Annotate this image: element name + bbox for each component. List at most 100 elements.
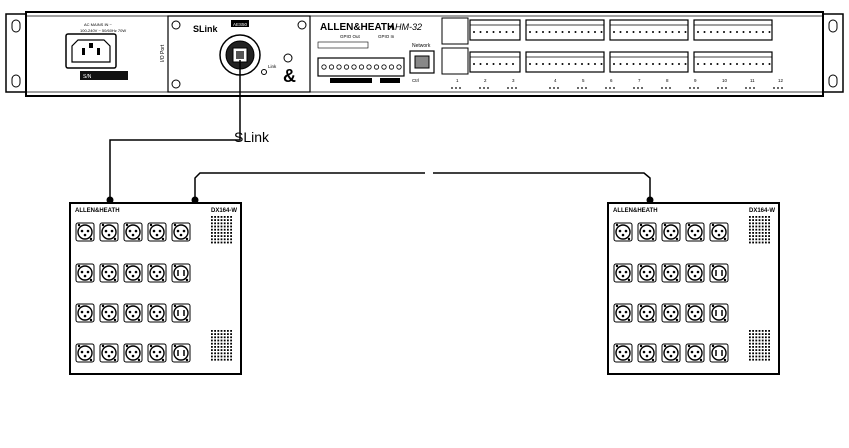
vent-hole — [749, 346, 751, 348]
output-connector-pin — [512, 63, 514, 65]
xlr-pin — [696, 310, 700, 314]
vent-hole — [758, 225, 761, 228]
xlr-socket-icon — [615, 345, 631, 361]
channel-led — [613, 87, 615, 89]
channel-led — [725, 87, 727, 89]
output-connector-pin — [561, 63, 564, 65]
output-connector-pin — [479, 31, 482, 33]
vent-hole — [758, 228, 761, 231]
vent-hole — [211, 235, 213, 237]
xlr-pin — [648, 350, 652, 354]
output-connector-pin — [652, 63, 654, 65]
xlr-pin — [155, 354, 159, 358]
vent-hole — [755, 241, 758, 244]
xlr-pin — [83, 274, 87, 278]
vent-hole — [768, 352, 770, 355]
vent-hole — [211, 330, 213, 332]
xlr-screw — [185, 237, 189, 241]
xlr-pin — [155, 314, 159, 318]
vent-hole — [217, 339, 220, 342]
left-rack-ear — [5, 13, 27, 93]
vent-hole — [230, 358, 232, 361]
gpio-in-label: GPIO In — [378, 34, 395, 39]
vent-hole — [214, 238, 216, 241]
vent-hole — [223, 333, 226, 335]
xlr-screw — [161, 358, 165, 362]
channel-number: 7 — [638, 78, 641, 83]
xlr-screw — [639, 223, 643, 227]
output-connector-pin — [499, 63, 501, 65]
xlr-pin — [131, 354, 135, 358]
channel-led — [515, 87, 517, 89]
xlr-screw — [185, 318, 189, 322]
xlr-pin — [179, 233, 183, 237]
channel-led — [753, 87, 755, 89]
xlr-pin — [645, 314, 649, 318]
right-rack-ear — [822, 13, 844, 93]
vent-hole — [220, 235, 223, 237]
xlr-screw — [699, 318, 703, 322]
xlr-pin — [642, 229, 646, 233]
vent-hole — [214, 222, 216, 225]
xlr-screw — [149, 223, 153, 227]
xlr-pin — [128, 229, 132, 233]
channel-led — [581, 87, 583, 89]
output-connector-pin — [762, 31, 764, 33]
channel-led — [487, 87, 489, 89]
xlr-pin — [717, 233, 721, 237]
channel-number: 6 — [610, 78, 613, 83]
xlr-pin — [80, 310, 84, 314]
output-connector-pin — [749, 63, 751, 65]
xlr-screw — [675, 358, 679, 362]
vent-hole — [217, 228, 220, 231]
vent-hole — [227, 222, 229, 225]
xlr-screw — [711, 264, 715, 268]
vent-hole — [220, 330, 223, 332]
vent-hole — [755, 330, 758, 332]
xlr-pin — [86, 310, 90, 314]
output-connector-pin — [697, 31, 699, 33]
channel-number: 11 — [750, 78, 755, 83]
xlr-pin — [624, 310, 628, 314]
xlr-screw — [711, 304, 715, 308]
cable-daisy-right — [433, 172, 651, 200]
vent-hole — [217, 235, 220, 237]
gpio-screw — [396, 64, 402, 70]
vent-hole — [752, 232, 754, 234]
vent-hole — [758, 235, 761, 237]
channel-led — [689, 87, 691, 89]
output-connector-block — [525, 51, 605, 73]
xlr-pin — [672, 350, 676, 354]
vent-hole — [230, 235, 232, 237]
channel-led — [459, 87, 461, 89]
output-connector-pin — [755, 31, 758, 33]
vent-hole — [749, 336, 751, 339]
output-connector-block — [469, 51, 521, 73]
left-rack-hole-bottom — [11, 74, 21, 88]
vent-hole — [761, 349, 764, 351]
xlr-screw — [675, 278, 679, 282]
vent-hole — [211, 336, 213, 339]
vent-hole — [755, 355, 758, 358]
vent-hole — [749, 222, 751, 225]
xlr-pin — [690, 270, 694, 274]
vent-hole — [761, 358, 764, 361]
expander-right-vents — [749, 216, 770, 361]
channel-led — [693, 87, 695, 89]
vent-hole — [768, 238, 770, 241]
output-connector-pin — [632, 31, 635, 33]
xlr-pin — [107, 233, 111, 237]
xlr-screw — [663, 344, 667, 348]
output-connector-pin — [600, 63, 603, 65]
xlr-screw — [615, 223, 619, 227]
output-connector-pin — [529, 63, 531, 65]
vent-hole — [220, 225, 223, 228]
vent-hole — [752, 336, 754, 339]
output-connector-pin — [587, 31, 590, 33]
gpio-screw — [351, 64, 357, 70]
xlr-pin — [618, 310, 622, 314]
output-connector-pin — [574, 31, 577, 33]
vent-hole — [752, 238, 754, 241]
output-connector-pin — [499, 31, 501, 33]
